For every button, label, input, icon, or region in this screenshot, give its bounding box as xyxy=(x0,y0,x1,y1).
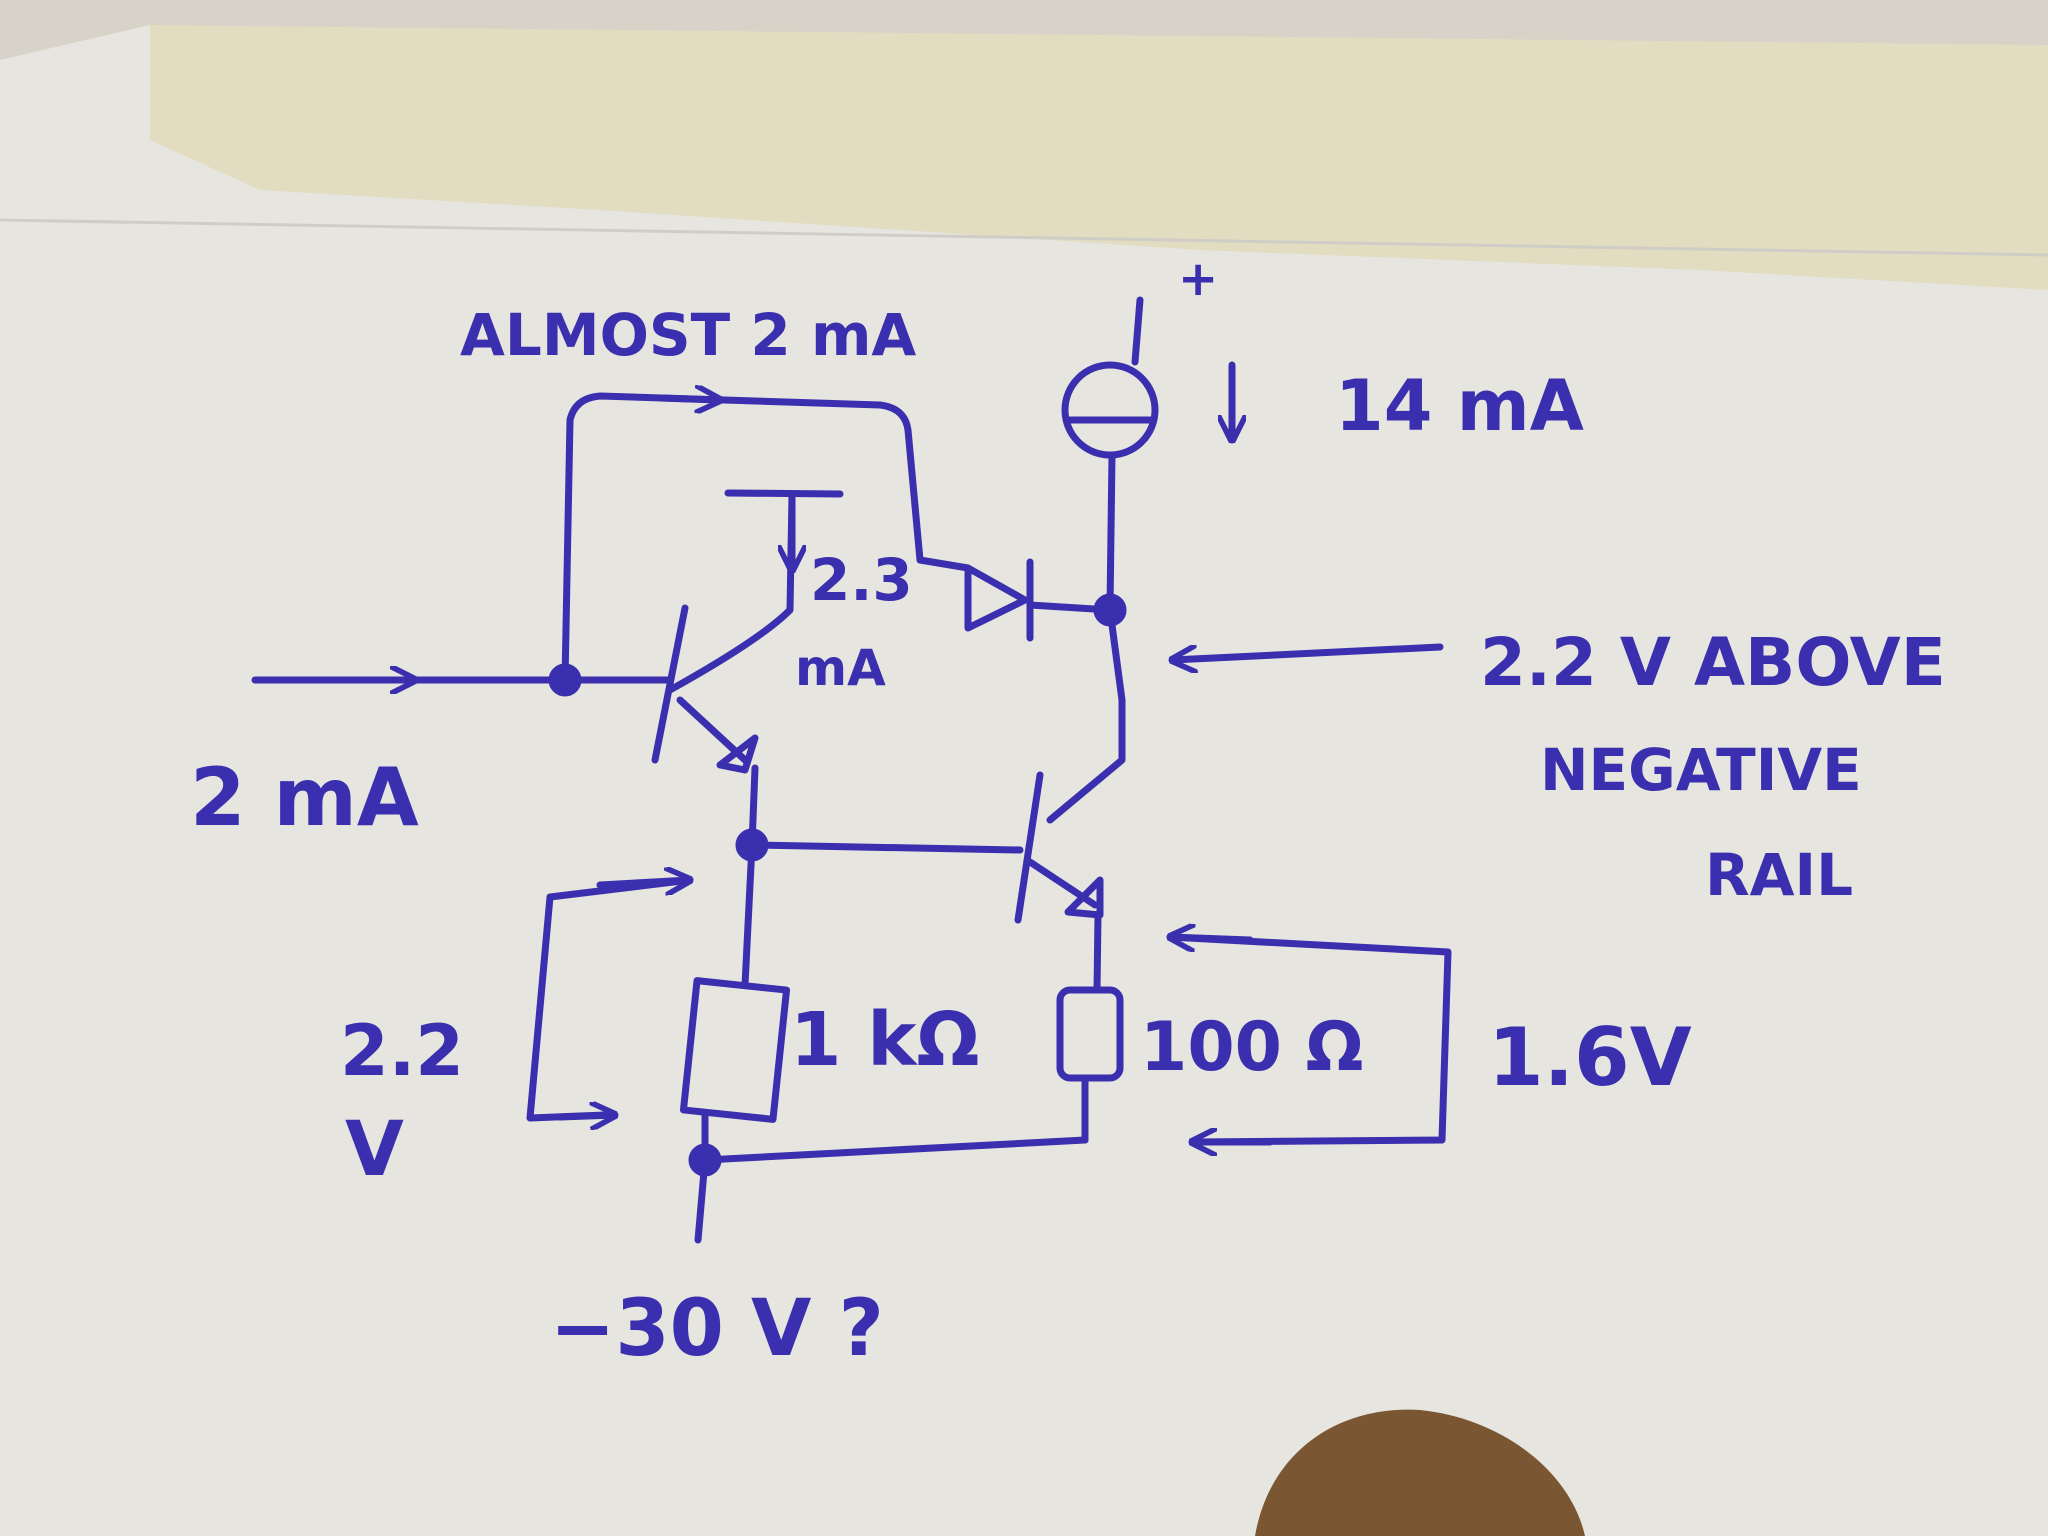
q2-emitter-arrow xyxy=(1064,876,1104,919)
supply-wire xyxy=(1131,296,1144,366)
punch-hole xyxy=(1255,1409,1585,1536)
r1-top-lead xyxy=(741,841,756,989)
input-junction-dot xyxy=(548,663,582,697)
paper-crease xyxy=(0,218,2048,257)
almost-2ma-arrow xyxy=(656,398,724,400)
label-vr1-value: 2.2 xyxy=(340,1010,464,1092)
q1-emitter-arrow xyxy=(716,734,759,774)
label-input-current: 2 mA xyxy=(190,751,419,844)
torn-paper-strip xyxy=(150,25,2048,290)
r1-resistor-symbol xyxy=(679,977,791,1123)
rail-junction-dot xyxy=(688,1143,722,1177)
label-supply-plus: + xyxy=(1178,251,1218,307)
label-vr2-value: 1.6V xyxy=(1488,1011,1692,1104)
label-vr1-unit: V xyxy=(345,1104,404,1193)
label-r1-value: 1 kΩ xyxy=(790,997,979,1083)
label-almost-2ma: ALMOST 2 mA xyxy=(460,301,916,369)
diode-symbol xyxy=(964,558,1034,642)
vr2-right-bracket xyxy=(1166,933,1452,1146)
q2-base-bar xyxy=(1014,771,1044,924)
label-negative-rail: −30 V ? xyxy=(550,1284,884,1374)
handwritten-labels: ALMOST 2 mA + 14 mA 2.3 mA 2 mA 2.2 V AB… xyxy=(190,251,1946,1374)
node-voltage-arrow xyxy=(1168,643,1444,660)
label-node-voltage-line3: RAIL xyxy=(1705,841,1853,909)
label-node-voltage-line2: NEGATIVE xyxy=(1540,736,1862,804)
q1-base-bar xyxy=(651,604,689,764)
node-to-q2-wire xyxy=(1046,606,1126,824)
q1-collector xyxy=(666,491,796,694)
label-2-3-unit: mA xyxy=(795,639,886,697)
source-to-node-wire xyxy=(1106,451,1116,612)
bottom-rail-wire xyxy=(701,1136,1089,1164)
emitter-node-dot xyxy=(735,828,769,862)
label-14ma: 14 mA xyxy=(1335,365,1584,447)
q1-q2-node-wire xyxy=(748,841,1024,854)
output-node-dot xyxy=(1093,593,1127,627)
vr1-top-arrow xyxy=(596,880,690,885)
q2-emitter-lead xyxy=(1093,911,1102,994)
feedback-wire xyxy=(561,392,972,684)
label-r2-value: 100 Ω xyxy=(1140,1008,1363,1087)
circuit-drawing xyxy=(251,296,1452,1244)
label-2-3: 2.3 xyxy=(810,546,913,614)
vr1-bottom-arrow xyxy=(556,1115,619,1117)
label-node-voltage-line1: 2.2 V ABOVE xyxy=(1480,624,1946,701)
vr2-top-arrow xyxy=(1166,937,1254,940)
q1-collector-cap xyxy=(724,489,844,498)
paper-top-edge xyxy=(0,0,2048,60)
r2-resistor-symbol xyxy=(1056,986,1124,1082)
